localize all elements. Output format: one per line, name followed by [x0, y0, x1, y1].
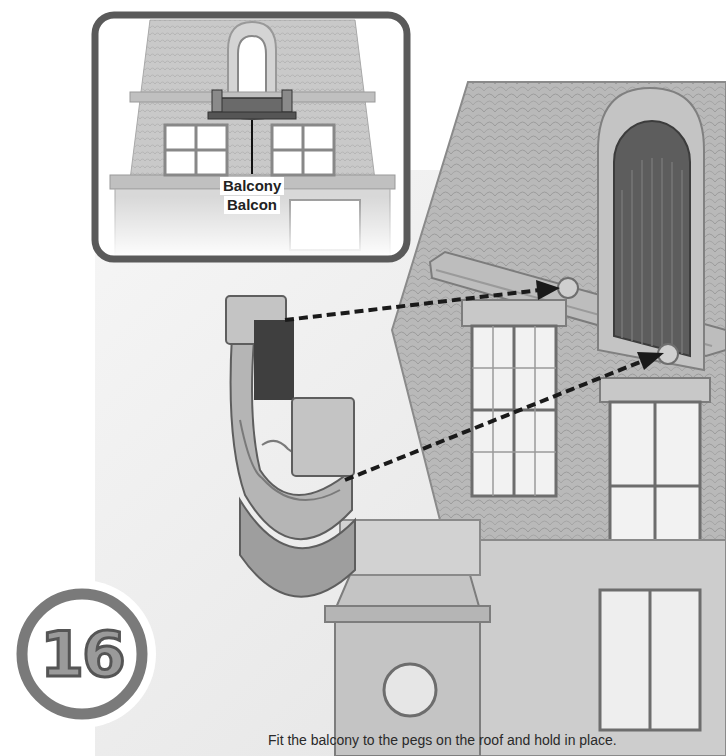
step-number: 16: [6, 578, 158, 730]
inset-view: [95, 15, 407, 269]
part-label: Balcon: [224, 196, 280, 214]
part-label: Balcony: [220, 177, 284, 195]
leader-line: [251, 120, 253, 174]
balcony-part: [226, 296, 355, 597]
step-circle: 16: [6, 578, 158, 730]
caption-text: Fit the balcony to the pegs on the roof …: [268, 731, 617, 749]
direction-arrow: [285, 290, 640, 480]
arrow-head: [536, 280, 664, 370]
